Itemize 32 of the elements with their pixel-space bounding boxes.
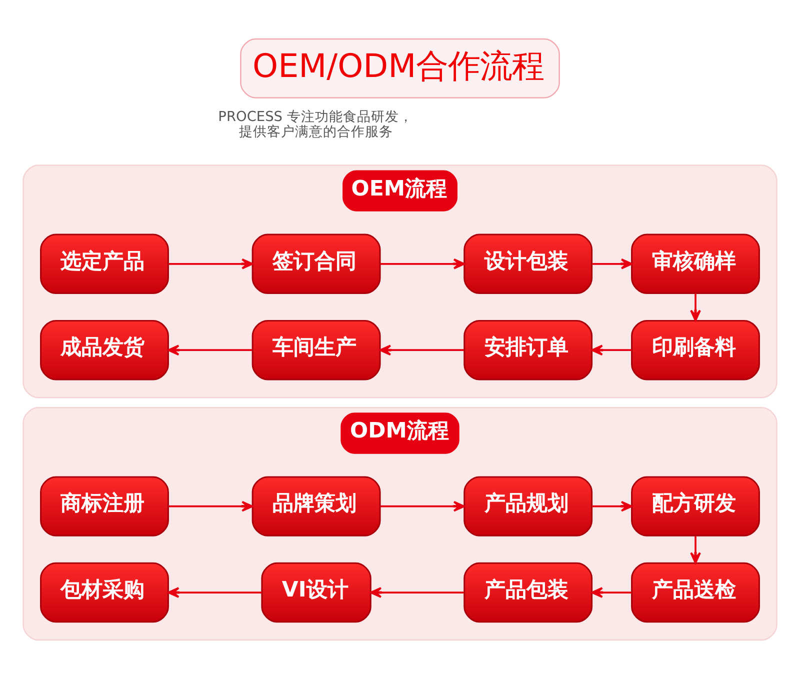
- node-box: 审核确样: [631, 234, 760, 294]
- arrow: [591, 344, 632, 356]
- arrow: [168, 258, 254, 270]
- node-box: VI设计: [261, 562, 372, 623]
- arrow: [592, 258, 633, 270]
- node-box: 包材采购: [40, 562, 169, 623]
- node-box: 产品包装: [464, 562, 593, 623]
- node-box: 设计包装: [464, 234, 593, 294]
- node-box: 产品规划: [464, 476, 593, 536]
- arrow: [168, 500, 254, 512]
- node-box: 成品发货: [40, 320, 169, 380]
- arrow: [591, 587, 632, 598]
- diagram-title: OEM/ODM合作流程: [252, 46, 544, 85]
- arrow: [379, 344, 464, 356]
- arrow: [380, 258, 466, 270]
- node-box: 配方研发: [631, 476, 760, 536]
- node-box: 印刷备料: [631, 320, 760, 380]
- arrow: [168, 587, 262, 598]
- arrow: [690, 536, 701, 564]
- node-box: 品牌策划: [252, 476, 381, 536]
- arrow: [690, 294, 701, 322]
- node-box: 产品送检: [631, 562, 760, 623]
- node-box: 安排订单: [464, 320, 593, 380]
- arrow: [592, 500, 633, 512]
- node-box: 车间生产: [252, 320, 381, 380]
- node-box: 选定产品: [40, 234, 169, 294]
- node-box: 签订合同: [252, 234, 381, 294]
- arrow: [370, 587, 464, 598]
- arrow: [380, 500, 466, 512]
- arrow: [168, 344, 252, 356]
- label: PROCESS 专注功能食品研发，提供客户满意的合作服务: [218, 109, 413, 140]
- node-box: 商标注册: [40, 476, 169, 536]
